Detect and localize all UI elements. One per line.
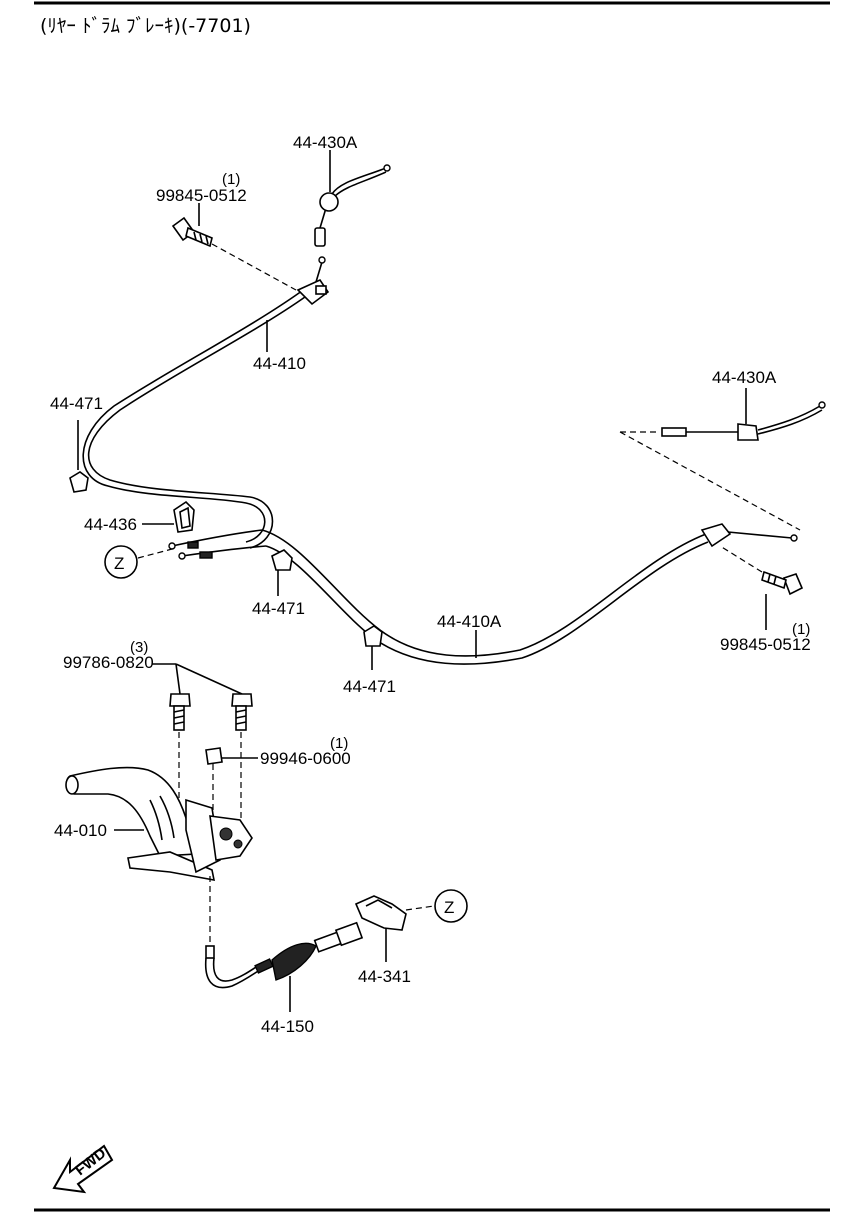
sensor-right bbox=[661, 401, 826, 441]
dash-z2 bbox=[405, 905, 435, 911]
dash-bolt-right bbox=[719, 545, 763, 573]
bolt-top bbox=[171, 216, 213, 248]
z-reference-label-1: Z bbox=[114, 554, 124, 573]
bolt-right bbox=[761, 570, 804, 596]
leader-99786-b bbox=[175, 663, 181, 695]
equalizer-44-341 bbox=[354, 895, 407, 931]
z-reference-label-2: Z bbox=[444, 898, 454, 917]
label-99946: 99946-0600 bbox=[260, 749, 351, 768]
bolt-lever-left bbox=[169, 693, 191, 731]
cable-end-top bbox=[296, 256, 330, 306]
z-reference-circle-2 bbox=[434, 889, 468, 923]
label-44-410: 44-410 bbox=[253, 354, 306, 373]
clip-left bbox=[69, 420, 89, 493]
label-44-410A: 44-410A bbox=[437, 612, 502, 631]
z-reference-circle-1 bbox=[104, 545, 138, 579]
qty-99845-top: (1) bbox=[222, 171, 240, 188]
label-99786: 99786-0820 bbox=[63, 653, 154, 672]
qty-99845-right: (1) bbox=[792, 621, 810, 638]
label-99845-top: 99845-0512 bbox=[156, 186, 247, 205]
front-cable bbox=[204, 921, 364, 989]
dash-sensor-right bbox=[619, 431, 801, 531]
label-44-471-mid: 44-471 bbox=[252, 599, 305, 618]
label-44-010: 44-010 bbox=[54, 821, 107, 840]
label-44-471-low: 44-471 bbox=[343, 677, 396, 696]
front-cable-ends bbox=[168, 529, 267, 560]
label-44-436: 44-436 bbox=[84, 515, 137, 534]
cable-end-right bbox=[700, 523, 798, 548]
qty-99946: (1) bbox=[330, 735, 348, 752]
parking-brake-lever bbox=[65, 766, 253, 881]
bolt-lever-right bbox=[231, 693, 253, 731]
label-44-430A-top: 44-430A bbox=[293, 133, 358, 152]
bracket-44-436 bbox=[142, 500, 195, 533]
label-44-471-left: 44-471 bbox=[50, 394, 103, 413]
leader-99786-c bbox=[175, 663, 243, 695]
label-44-150: 44-150 bbox=[261, 1017, 314, 1036]
label-44-341: 44-341 bbox=[358, 967, 411, 986]
diagram-title: (ﾘﾔｰ ﾄﾞﾗﾑ ﾌﾞﾚｰｷ)(-7701) bbox=[40, 15, 251, 37]
clip-low bbox=[363, 625, 383, 647]
label-44-430A-right: 44-430A bbox=[712, 368, 777, 387]
rear-cable-right bbox=[261, 529, 709, 665]
dash-z1 bbox=[137, 547, 177, 559]
label-99845-right: 99845-0512 bbox=[720, 635, 811, 654]
dash-bolt-top bbox=[211, 243, 297, 291]
rear-cable-left bbox=[82, 287, 313, 549]
sensor-top bbox=[314, 164, 391, 247]
clip-mid bbox=[271, 549, 293, 571]
nut-99946 bbox=[205, 747, 223, 765]
qty-99786: (3) bbox=[130, 639, 148, 656]
fwd-arrow-icon: FWD bbox=[52, 1144, 114, 1194]
